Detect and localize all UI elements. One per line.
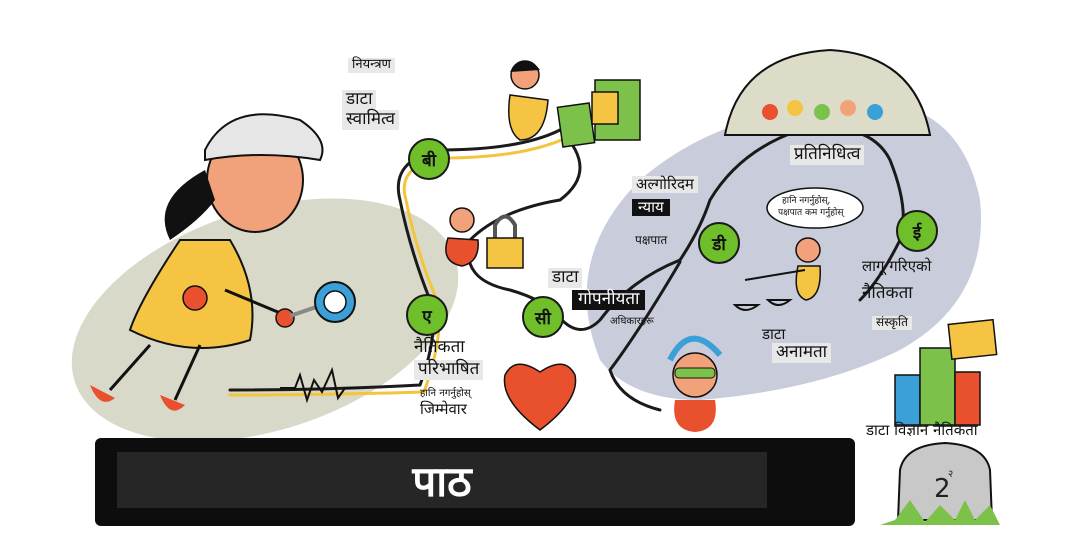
privacy-lock-character — [445, 207, 524, 269]
label-bias: पक्षपात — [635, 233, 668, 247]
grass — [880, 500, 1000, 525]
building-blue — [894, 374, 921, 426]
path-to-anonymity — [608, 260, 682, 412]
detective-hand — [182, 285, 208, 311]
data-owner-character — [508, 60, 641, 148]
label-applied-1: लागू गरिएको — [862, 257, 932, 275]
node-b: बी — [408, 138, 450, 180]
notes-stack — [947, 318, 998, 361]
node-d: डी — [698, 222, 740, 264]
label-ds-ethics: डाटा विज्ञान नैतिकता — [866, 421, 978, 439]
detective-hat — [204, 113, 324, 162]
mask-icon — [674, 367, 716, 379]
magnifier-lens — [323, 290, 347, 314]
padlock-icon — [486, 237, 524, 269]
label-ethics-1: नैतिकता — [414, 337, 465, 357]
city-buildings — [894, 318, 998, 426]
node-e: ई — [896, 210, 938, 252]
crowd-person-2 — [787, 100, 803, 116]
label-data-anon-2: अनामता — [772, 342, 832, 363]
lock-person-body — [445, 237, 479, 267]
label-data-ownership-1: डाटा — [342, 89, 377, 110]
label-data-ownership-2: स्वामित्व — [342, 109, 399, 130]
green-document — [556, 102, 596, 148]
label-culture: संस्कृति — [872, 315, 912, 330]
label-data-privacy-2: गोपनीयता — [572, 289, 646, 310]
label-representation: प्रतिनिधित्व — [790, 144, 865, 165]
label-rights: अधिकारहरू — [610, 316, 654, 327]
scale-pan-right — [765, 299, 793, 306]
milestone-number: 2 — [934, 474, 951, 504]
justice-character — [732, 187, 864, 311]
label-data-privacy-1: डाटा — [548, 267, 583, 288]
label-applied-2: नैतिकता — [862, 283, 913, 303]
detective-character — [90, 113, 356, 411]
heart-handshake-icon — [503, 363, 577, 431]
scale-pan-left — [732, 304, 761, 311]
representation-crowd — [723, 48, 932, 136]
label-data-anon-1: डाटा — [762, 325, 786, 343]
masked-body — [674, 400, 716, 432]
building-orange — [954, 371, 981, 426]
node-a: ए — [406, 294, 448, 336]
journey-path-highlight — [228, 136, 568, 397]
crowd-person-5 — [867, 104, 883, 120]
anonymity-character — [667, 335, 723, 432]
crowd-person-4 — [840, 100, 856, 116]
detective-shoe-right — [160, 395, 185, 411]
building-green — [919, 347, 956, 426]
yellow-note — [591, 91, 619, 125]
node-c: सी — [522, 296, 564, 338]
padlock-shackle — [493, 214, 517, 240]
milestone-superscript: २ — [948, 469, 954, 480]
banner-inner: पाठ — [117, 452, 767, 508]
speech-bubble — [766, 187, 864, 229]
detective-leg-right — [173, 344, 202, 401]
feather-headdress — [667, 335, 723, 362]
stone-shape — [896, 441, 994, 521]
detective-leg-left — [108, 344, 152, 391]
detective-shoe-left — [90, 385, 115, 402]
scale-beam — [744, 269, 806, 281]
detective-hair — [164, 170, 215, 240]
lock-person-head — [449, 207, 475, 233]
label-algorithm: अल्गोरिदम — [632, 175, 698, 194]
detective-arm — [224, 288, 286, 317]
justice-head — [795, 237, 821, 263]
label-justice: न्याय — [632, 198, 670, 217]
speech-line-2: पक्षपात कम गर्नुहोस् — [778, 208, 844, 218]
milestone-stone — [880, 441, 1000, 525]
crowd-person-1 — [762, 104, 778, 120]
crowd-dome — [723, 48, 932, 136]
banner-title: पाठ — [412, 456, 472, 506]
label-accountable: जिम्मेवार — [420, 400, 467, 418]
label-ethics-2: परिभाषित — [414, 359, 484, 380]
owner-body — [508, 94, 549, 141]
speech-line-1: हानि नगर्नुहोस्, — [782, 196, 831, 206]
crowd-person-3 — [814, 104, 830, 120]
justice-body — [795, 265, 821, 301]
heartbeat-line — [280, 366, 360, 404]
owner-hair — [510, 60, 540, 72]
magnifier-handle-hand — [275, 308, 295, 328]
lesson-banner: पाठ — [95, 438, 855, 526]
label-dont-harm: हानि नगर्नुहोस् — [420, 388, 471, 399]
label-control: नियन्त्रण — [348, 57, 395, 73]
